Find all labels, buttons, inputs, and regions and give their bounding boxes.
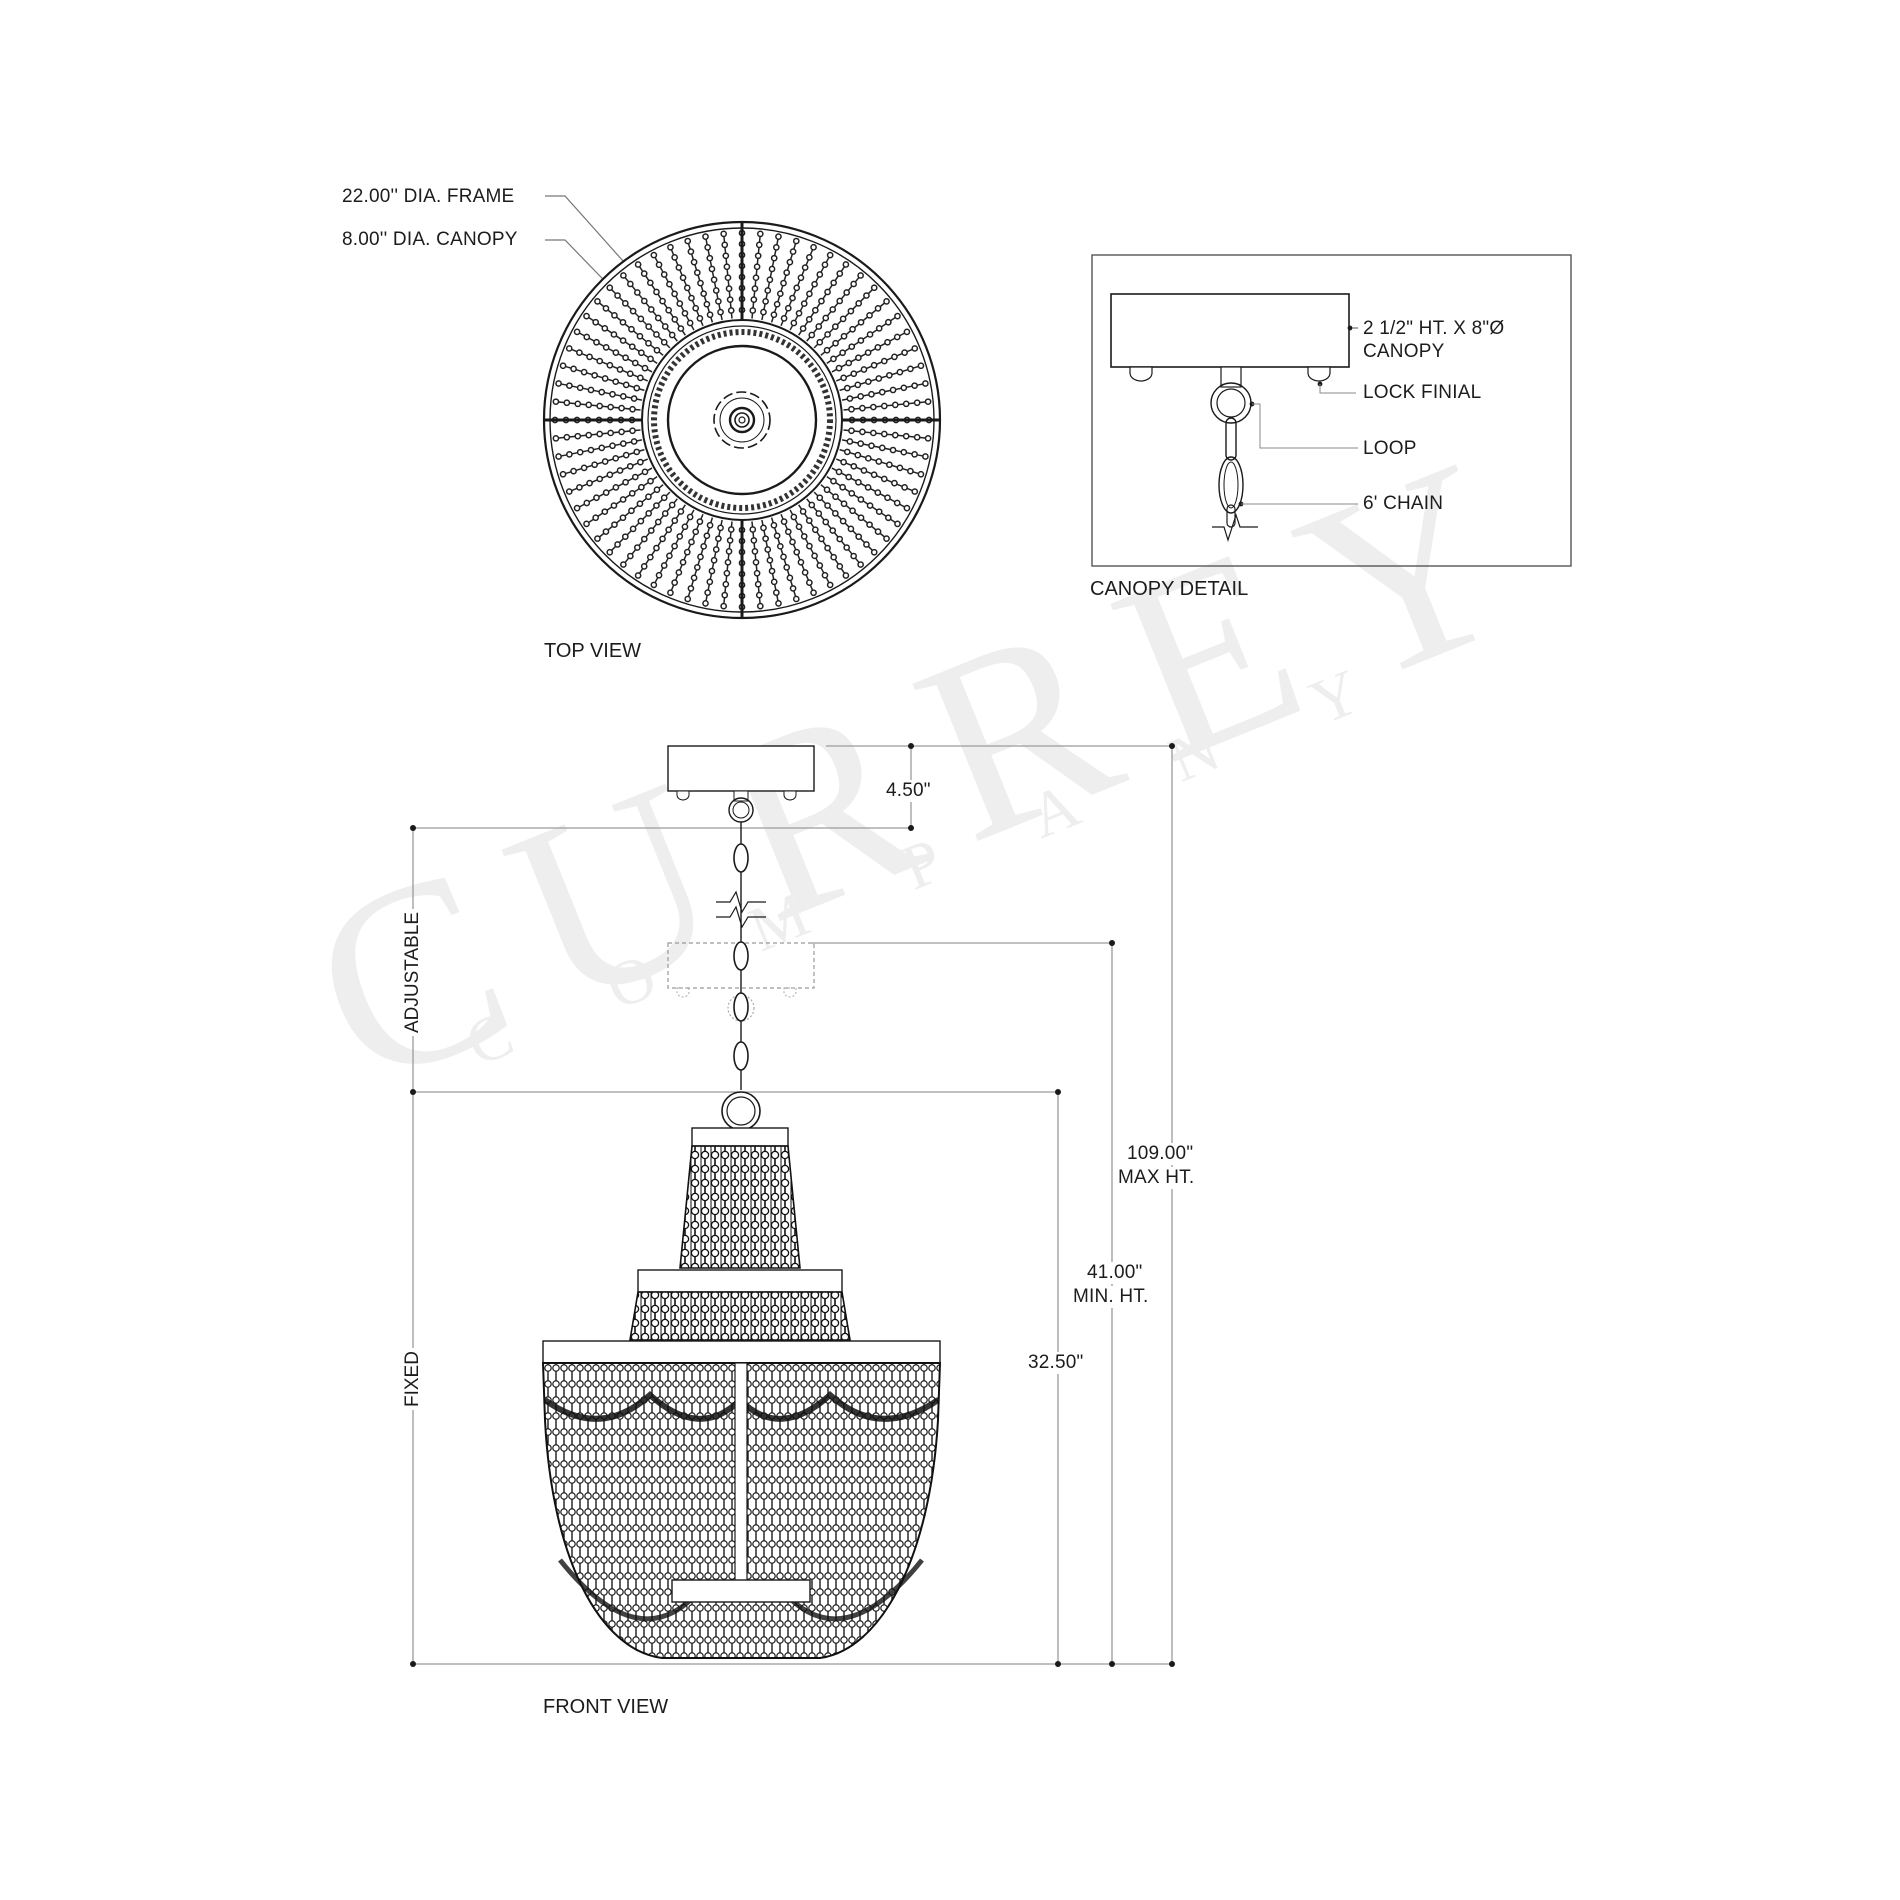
callout-chain: 6' CHAIN: [1363, 493, 1444, 514]
canopy-detail-title: CANOPY DETAIL: [1090, 578, 1249, 600]
top-view-drawing: [542, 195, 942, 620]
dim-max-height-label: MAX HT.: [1118, 1167, 1195, 1189]
callout-canopy-size-line1: 2 1/2" HT. X 8"Ø: [1363, 318, 1505, 339]
label-adjustable: ADJUSTABLE: [402, 908, 424, 1036]
label-fixed: FIXED: [402, 1348, 424, 1410]
callout-loop: LOOP: [1363, 438, 1417, 459]
dim-min-height-value: 41.00": [1087, 1262, 1143, 1284]
front-view-title: FRONT VIEW: [543, 1696, 669, 1718]
dim-max-height-value: 109.00": [1127, 1143, 1194, 1165]
front-view-drawing: [410, 743, 1175, 1667]
callout-frame-diameter: 22.00'' DIA. FRAME: [342, 186, 515, 207]
callout-lock-finial: LOCK FINIAL: [1363, 382, 1482, 403]
dim-body-height: 32.50": [1028, 1352, 1084, 1374]
callout-canopy-diameter: 8.00'' DIA. CANOPY: [342, 229, 518, 250]
callout-canopy-size-line2: CANOPY: [1363, 341, 1445, 362]
dim-canopy-height: 4.50": [886, 780, 931, 802]
top-view-title: TOP VIEW: [544, 640, 642, 662]
dim-min-height-label: MIN. HT.: [1073, 1286, 1149, 1308]
canopy-detail-drawing: [1091, 254, 1572, 567]
